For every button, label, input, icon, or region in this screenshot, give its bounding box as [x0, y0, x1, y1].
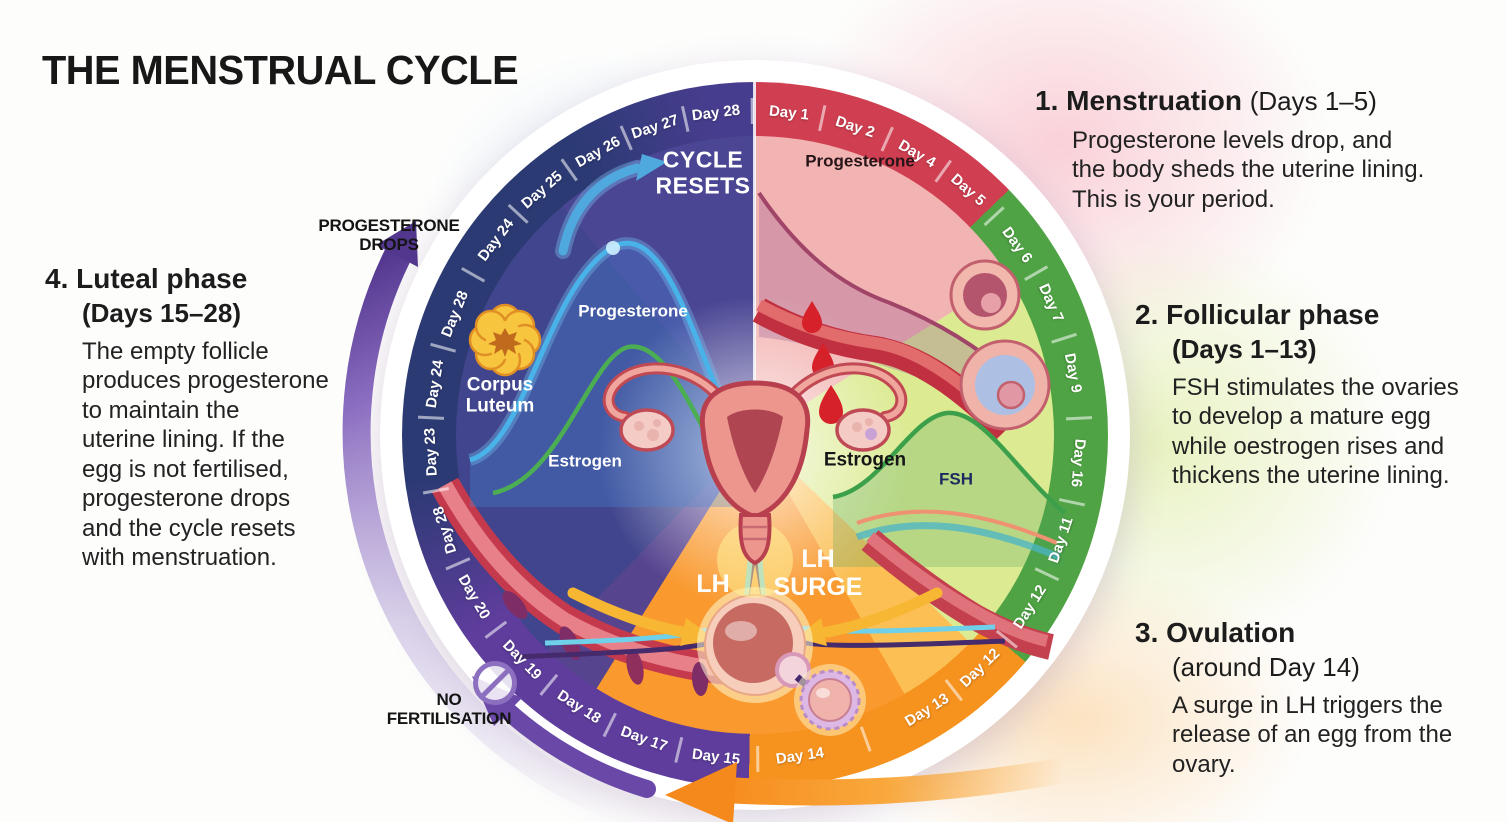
phase-name: Menstruation — [1066, 85, 1242, 116]
phase-block-menstruation: 1. Menstruation (Days 1–5) Progesterone … — [1035, 84, 1485, 214]
day-label: Day 12 — [1009, 581, 1050, 632]
phase-name: Ovulation — [1166, 617, 1296, 648]
phase-range: (Days 15–28) — [82, 297, 241, 328]
day-tick — [675, 737, 684, 763]
day-label: Day 17 — [618, 723, 670, 756]
day-label: Day 16 — [1067, 438, 1089, 489]
day-label: Day 23 — [421, 427, 442, 477]
lh-label: LH — [696, 570, 730, 598]
day-label: Day 26 — [572, 132, 624, 171]
day-label: Day 20 — [454, 571, 494, 623]
phase-heading: 2. Follicular phase — [1135, 298, 1505, 332]
day-tick — [422, 487, 449, 495]
phase-number: 1. — [1035, 85, 1059, 116]
lh-surge-label: LH SURGE — [773, 545, 863, 601]
phase-block-ovulation: 3. Ovulation (around Day 14) A surge in … — [1135, 616, 1495, 779]
phase-block-follicular: 2. Follicular phase (Days 1–13) FSH stim… — [1135, 298, 1505, 491]
day-tick — [485, 621, 508, 639]
day-tick — [983, 206, 1005, 226]
day-tick — [880, 126, 894, 152]
phase-body: A surge in LH triggers the release of an… — [1172, 691, 1453, 778]
progesterone-label-luteal: Progesterone — [578, 301, 688, 321]
day-tick — [860, 726, 872, 753]
day-label: Day 28 — [429, 504, 461, 556]
day-label: Day 18 — [553, 686, 604, 728]
day-label: Day 5 — [946, 170, 989, 211]
day-label: Day 6 — [998, 223, 1036, 266]
day-label: Day 13 — [901, 689, 952, 730]
phase-number: 4. — [45, 263, 69, 294]
phase-heading: 1. Menstruation (Days 1–5) — [1035, 84, 1485, 118]
day-label: Day 28 — [690, 102, 741, 125]
day-tick — [1058, 498, 1085, 507]
day-tick — [750, 97, 754, 125]
day-label: Day 15 — [690, 745, 741, 768]
day-label: Day 14 — [774, 744, 826, 768]
progesterone-drops-label: PROGESTERONE DROPS — [318, 216, 460, 255]
estrogen-label-follicular: Estrogen — [823, 449, 907, 471]
day-tick — [1023, 265, 1048, 281]
day-label: Day 24 — [422, 359, 448, 410]
phase-number: 2. — [1135, 299, 1159, 330]
day-label: Day 27 — [629, 111, 681, 143]
day-tick — [1065, 416, 1092, 420]
day-label: Day 9 — [1060, 351, 1086, 395]
progesterone-label-menstrual: Progesterone — [805, 151, 915, 171]
cycle-resets-label: CYCLE RESETS — [655, 146, 751, 198]
phase-range: (Days 1–5) — [1249, 86, 1377, 116]
day-tick — [418, 416, 445, 420]
page-title: THE MENSTRUAL CYCLE — [42, 47, 519, 94]
phase-range: (Days 1–13) — [1172, 333, 1317, 364]
phase-name: Luteal phase — [76, 263, 248, 294]
day-tick — [603, 712, 618, 738]
day-label: Day 2 — [833, 112, 877, 142]
day-tick — [1051, 332, 1077, 343]
day-tick — [445, 557, 471, 571]
phase-body: Progesterone levels drop, and the body s… — [1072, 126, 1425, 213]
phase-range: (around Day 14) — [1172, 651, 1360, 682]
day-label: Day 24 — [474, 215, 518, 265]
day-label: Day 25 — [518, 168, 567, 213]
fsh-label: FSH — [939, 469, 973, 489]
phase-number: 3. — [1135, 617, 1159, 648]
day-label: Day 1 — [768, 102, 810, 124]
no-fertilisation-icon — [473, 661, 517, 705]
phase-heading: 4. Luteal phase — [45, 262, 375, 296]
day-tick — [995, 629, 1018, 649]
day-label: Day 12 — [956, 645, 1004, 691]
day-tick — [539, 674, 559, 696]
day-tick — [818, 105, 827, 132]
day-tick — [756, 745, 760, 772]
day-tick — [1035, 567, 1060, 582]
phase-name: Follicular phase — [1166, 299, 1380, 330]
phase-body: The empty follicle produces progesterone… — [82, 337, 329, 572]
day-label: Day 7 — [1035, 281, 1067, 325]
day-label: Day 11 — [1045, 515, 1078, 566]
day-tick — [680, 105, 689, 132]
day-label: Day 28 — [437, 288, 472, 340]
phase-heading: 3. Ovulation — [1135, 616, 1495, 650]
phase-body: FSH stimulates the ovaries to develop a … — [1172, 373, 1459, 490]
phase-block-luteal: 4. Luteal phase (Days 15–28) The empty f… — [45, 262, 375, 573]
day-tick — [461, 267, 485, 283]
estrogen-label-luteal: Estrogen — [548, 451, 622, 471]
day-tick — [429, 343, 456, 354]
no-fertilisation-label: NO FERTILISATION — [386, 690, 512, 729]
corpus-luteum-label: Corpus Luteum — [465, 374, 535, 417]
